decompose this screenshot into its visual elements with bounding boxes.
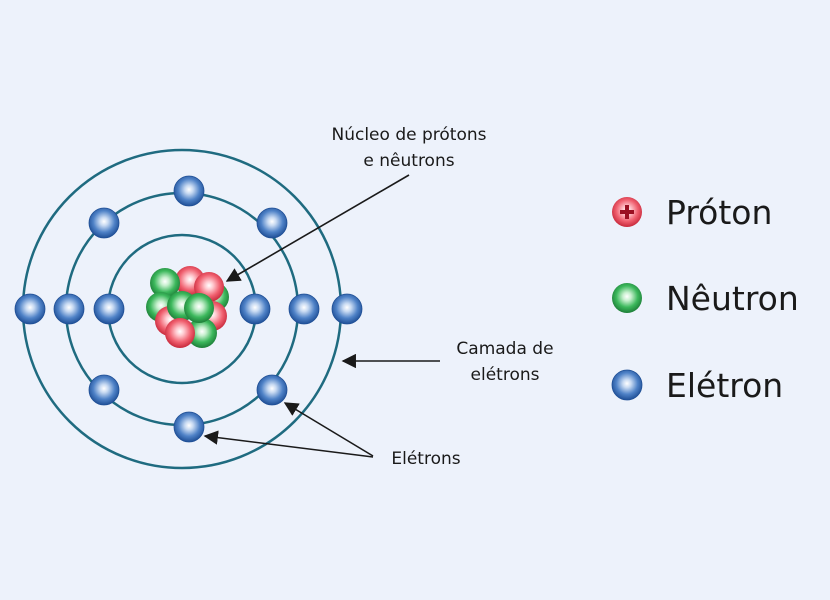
neutron-particle xyxy=(150,268,180,298)
electron-particle xyxy=(93,293,125,325)
plus-icon-v xyxy=(625,205,629,219)
electron-particle xyxy=(88,207,120,239)
electron-particle xyxy=(173,175,205,207)
electrons-label: Elétrons xyxy=(391,449,460,469)
nucleus-arrow xyxy=(225,174,410,282)
electron-particle xyxy=(256,207,288,239)
electron-particle xyxy=(239,293,271,325)
neutron-legend-icon xyxy=(612,283,642,313)
nucleus-label-line1: Núcleo de prótons xyxy=(332,125,487,145)
nucleus xyxy=(146,266,229,348)
legend: Próton Nêutron Elétron xyxy=(611,193,799,405)
electrons-arrow-lower xyxy=(203,430,374,458)
neutron-particle xyxy=(184,293,214,323)
electron-particle xyxy=(53,293,85,325)
electron-legend-icon xyxy=(611,369,643,401)
electron-particle xyxy=(288,293,320,325)
shell-label-line1: Camada de xyxy=(456,339,553,359)
electron-particle xyxy=(14,293,46,325)
electron-particle xyxy=(88,374,120,406)
legend-neutron-label: Nêutron xyxy=(666,279,799,318)
electrons-arrow-upper xyxy=(283,402,374,457)
electron-particle xyxy=(173,411,205,443)
electron-particle xyxy=(256,374,288,406)
electrons xyxy=(14,175,363,443)
legend-proton-label: Próton xyxy=(666,193,772,232)
legend-electron-label: Elétron xyxy=(666,366,783,405)
nucleus-label-line2: e nêutrons xyxy=(363,151,454,171)
electron-particle xyxy=(331,293,363,325)
neutron-particle xyxy=(187,318,217,348)
shell-label-line2: elétrons xyxy=(471,365,540,385)
proton-particle xyxy=(165,318,195,348)
